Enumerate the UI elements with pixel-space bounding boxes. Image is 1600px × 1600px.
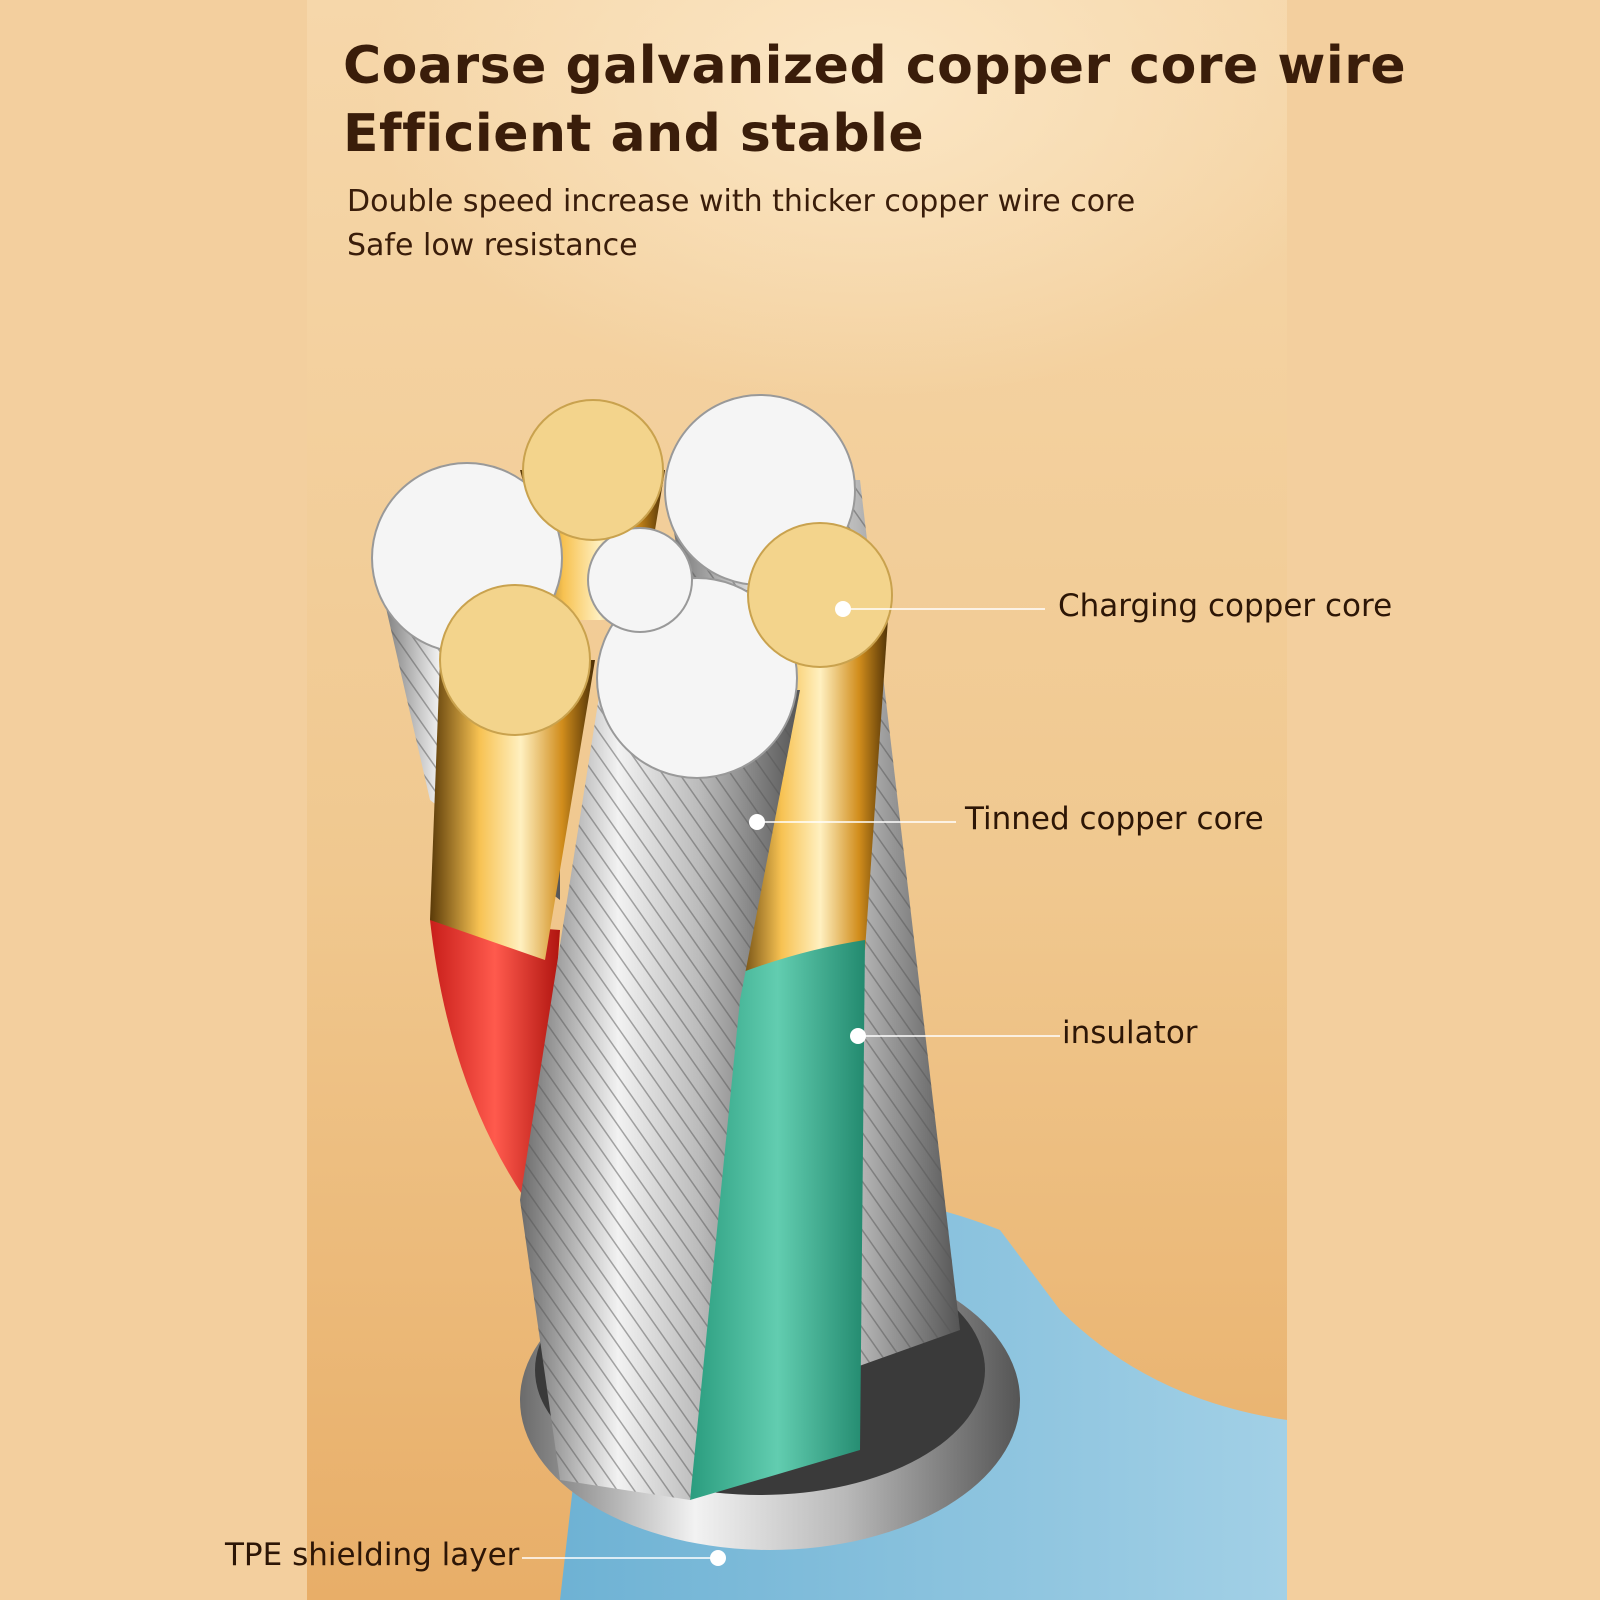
red-insulator [430,920,560,1220]
callout-dot [749,814,765,830]
callout-dot [710,1550,726,1566]
headline-line2: Efficient and stable [343,104,925,164]
headline-line1: Coarse galvanized copper core wire [343,36,1407,96]
label-charging-copper-core: Charging copper core [1058,588,1393,624]
subtitle-line1: Double speed increase with thicker coppe… [347,184,1136,219]
green-insulator [690,940,865,1500]
label-tpe-shielding-layer: TPE shielding layer [225,1537,520,1573]
gold-strand [430,660,595,960]
callout-dot [850,1028,866,1044]
callout-dot [835,601,851,617]
subtitle: Double speed increase with thicker coppe… [347,180,1135,268]
subtitle-line2: Safe low resistance [347,228,638,263]
label-insulator: insulator [1062,1015,1198,1051]
headline: Coarse galvanized copper core wire Effic… [343,32,1406,168]
label-tinned-copper-core: Tinned copper core [965,801,1264,837]
